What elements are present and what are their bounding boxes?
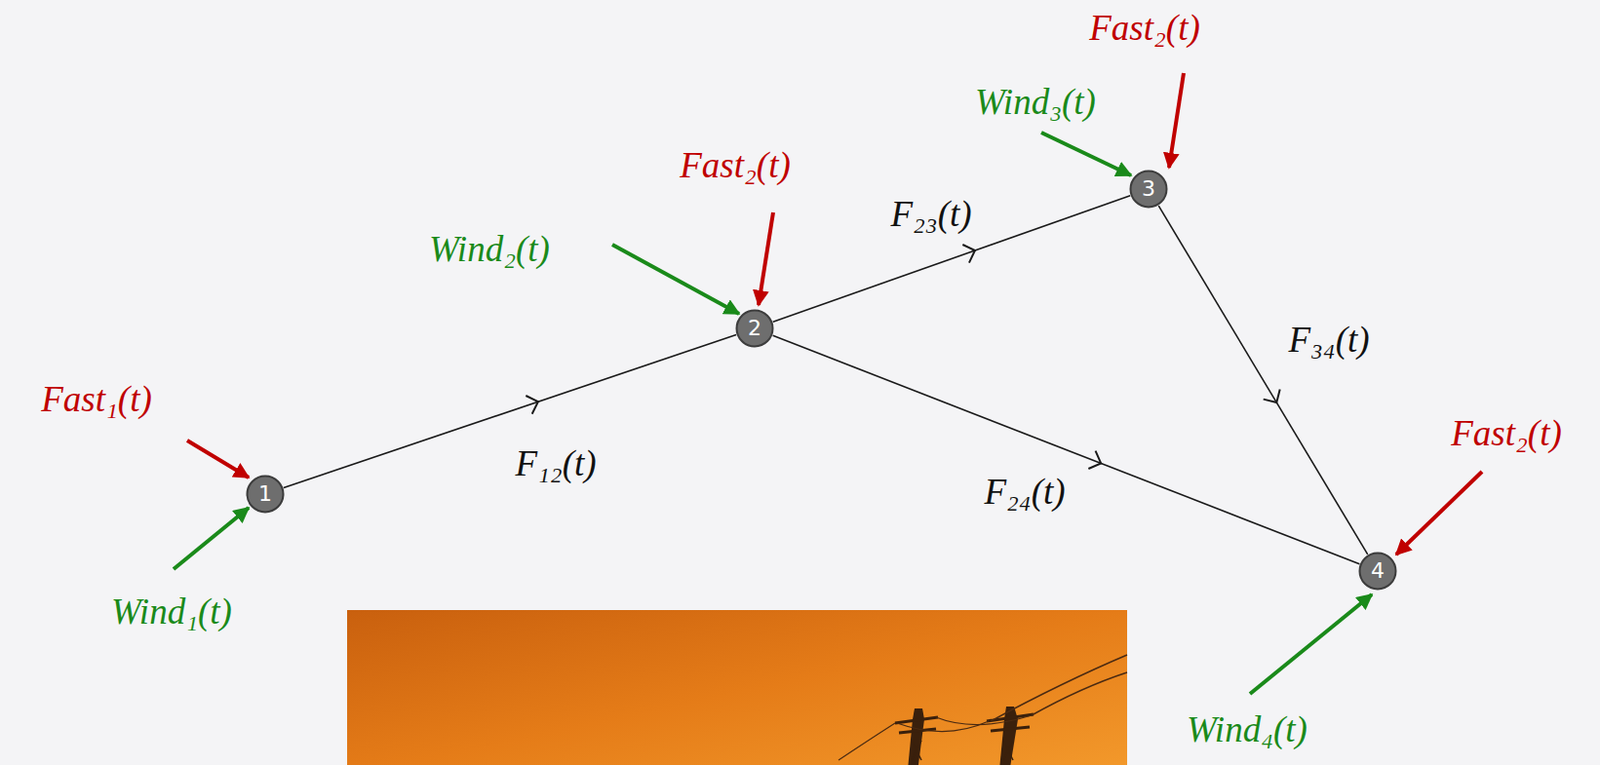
bus-node: 3 — [1129, 169, 1169, 209]
flow-line-group — [283, 334, 737, 488]
bus-node: 1 — [245, 474, 285, 514]
flow-line-group — [1158, 205, 1367, 555]
flow-label: F₂₄(t) — [983, 472, 1065, 513]
flow-line-group — [773, 335, 1361, 564]
injection-label: Fast₂(t) — [1450, 414, 1562, 455]
injection-label: Wind₁(t) — [111, 592, 233, 633]
flow-label: F₁₂(t) — [514, 444, 596, 485]
bus-node: 4 — [1358, 551, 1398, 591]
node-number: 4 — [1358, 551, 1398, 591]
injection-arrows — [173, 73, 1483, 695]
wind-arrow — [173, 507, 249, 570]
flow-label: F₂₃(t) — [890, 195, 972, 235]
direction-chevron — [962, 244, 976, 264]
fast-arrow — [1169, 73, 1184, 168]
flow-line — [1158, 205, 1367, 555]
wind-arrow — [612, 244, 740, 314]
power-line-photo — [347, 610, 1128, 765]
direction-chevron — [1263, 389, 1281, 403]
injection-label: Wind₂(t) — [429, 230, 550, 271]
wind-arrow — [1041, 132, 1132, 176]
direction-chevron — [1088, 451, 1101, 469]
injection-label: Fast₁(t) — [40, 380, 153, 421]
flow-line — [773, 335, 1361, 564]
node-number: 1 — [245, 474, 285, 514]
fast-arrow — [1396, 471, 1483, 555]
injection-label: Wind₄(t) — [1186, 710, 1308, 751]
node-number: 3 — [1129, 169, 1169, 209]
fast-arrow — [758, 212, 774, 306]
wind-arrow — [1249, 594, 1372, 695]
injection-label: Fast₂(t) — [679, 146, 791, 187]
fast-arrow — [187, 440, 249, 478]
injection-label: Fast₂(t) — [1089, 8, 1201, 49]
injection-label: Wind₃(t) — [975, 82, 1096, 123]
bus-node: 2 — [735, 309, 775, 349]
flow-line — [283, 334, 737, 488]
flow-label: F₃₄(t) — [1287, 320, 1369, 361]
direction-chevron — [525, 395, 539, 415]
node-number: 2 — [735, 309, 775, 349]
